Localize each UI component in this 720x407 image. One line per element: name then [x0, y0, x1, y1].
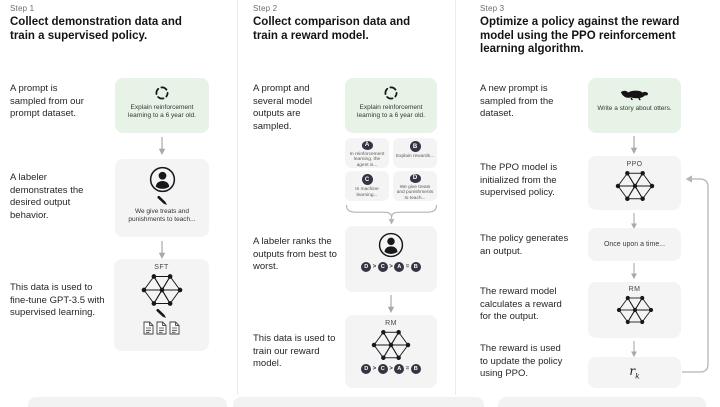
step3-caption-output: The policy generates an output.: [480, 233, 569, 257]
step1-caption-prompt: A prompt is sampled from our prompt data…: [10, 83, 84, 119]
bottom-card: [498, 397, 706, 407]
column-divider-2: [455, 0, 456, 395]
arrow-down-icon: [630, 340, 638, 358]
column-divider-1: [237, 0, 238, 395]
step3-output-box: Once upon a time...: [588, 228, 681, 261]
labeler-icon: [378, 232, 404, 258]
step1-labeler-text: We give treats and punishments to teach.…: [128, 208, 196, 223]
step1-labeler-box: We give treats and punishments to teach.…: [115, 159, 209, 237]
output-c-text: In machine learning...: [355, 187, 379, 198]
step3-prompt-text: Write a story about otters.: [597, 105, 672, 112]
brace-icon: [345, 204, 438, 225]
arrow-down-icon: [158, 240, 166, 260]
ranking-row: D > C > A = B: [361, 262, 421, 272]
step2-prompt-box: Explain reinforcement learning to a 6 ye…: [345, 78, 437, 133]
step1-label: Step 1: [10, 4, 35, 13]
arrow-down-icon: [630, 135, 638, 155]
rank-separator: >: [372, 264, 377, 270]
writing-icon: [156, 308, 167, 319]
step1-caption-finetune: This data is used to fine-tune GPT-3.5 w…: [10, 282, 105, 318]
step1-caption-labeler: A labeler demonstrates the desired outpu…: [10, 172, 84, 221]
output-a-box: A In reinforcement learning, the agent i…: [345, 138, 389, 168]
step3-caption-prompt: A new prompt is sampled from the dataset…: [480, 83, 554, 119]
document-icon: [143, 321, 154, 335]
rank-separator: >: [389, 366, 393, 372]
step3-caption-update: The reward is used to update the policy …: [480, 343, 563, 379]
step1-title: Collect demonstration data and train a s…: [10, 16, 182, 42]
ppo-label: PPO: [626, 161, 643, 168]
bottom-card: [233, 397, 484, 407]
rank-circle: B: [410, 364, 421, 374]
output-a-badge: A: [361, 141, 373, 150]
reward-value: rk: [629, 364, 640, 381]
step2-caption-prompt: A prompt and several model outputs are s…: [253, 83, 313, 132]
model-icon: [140, 273, 183, 307]
step2-rm-box: RM D > C > A = B: [345, 315, 437, 388]
step2-prompt-text: Explain reinforcement learning to a 6 ye…: [357, 104, 425, 119]
rank-circle: D: [361, 364, 372, 374]
step3-caption-reward: The reward model calculates a reward for…: [480, 286, 562, 322]
output-b-box: B Explain rewards...: [393, 138, 437, 168]
rank-separator: >: [389, 264, 393, 270]
step3-label: Step 3: [480, 4, 505, 13]
step2-caption-train: This data is used to train our reward mo…: [253, 333, 336, 369]
sampling-icon: [155, 86, 169, 100]
step3-reward-box: rk: [588, 357, 681, 388]
rm-label: RM: [385, 320, 397, 327]
step1-prompt-box: Explain reinforcement learning to a 6 ye…: [115, 78, 209, 133]
rank-circle: C: [377, 364, 388, 374]
output-b-badge: B: [409, 141, 421, 152]
bottom-card: [28, 397, 227, 407]
rank-circle: B: [410, 262, 421, 272]
model-icon: [615, 295, 654, 325]
step3-ppo-box: PPO: [588, 156, 681, 210]
document-icon: [156, 321, 167, 335]
model-icon: [614, 170, 655, 202]
rank-circle: C: [377, 262, 388, 272]
arrow-down-icon: [158, 136, 166, 156]
otter-icon: [620, 90, 648, 101]
writing-icon: [156, 195, 167, 206]
step1-prompt-text: Explain reinforcement learning to a 6 ye…: [128, 104, 196, 119]
arrow-down-icon: [387, 294, 395, 314]
model-icon: [371, 329, 411, 361]
rank-circle: D: [361, 262, 372, 272]
rank-separator: >: [372, 366, 377, 372]
output-d-box: D We give treats and punishments to teac…: [393, 171, 437, 201]
step2-caption-rank: A labeler ranks the outputs from best to…: [253, 236, 337, 272]
step2-title: Collect comparison data and train a rewa…: [253, 16, 411, 42]
step3-title: Optimize a policy against the reward mod…: [480, 16, 680, 55]
step2-label: Step 2: [253, 4, 278, 13]
rank-separator: =: [405, 366, 410, 372]
output-c-badge: C: [361, 174, 373, 185]
sft-label: SFT: [154, 264, 169, 271]
rank-circle: A: [394, 364, 405, 374]
output-a-text: In reinforcement learning, the agent is.…: [349, 151, 385, 168]
step3-prompt-box: Write a story about otters.: [588, 78, 681, 133]
output-b-text: Explain rewards...: [395, 154, 435, 159]
step1-sft-box: SFT: [114, 259, 209, 351]
output-d-badge: D: [409, 174, 421, 183]
documents-icon: [143, 321, 180, 335]
labeler-icon: [149, 166, 175, 193]
output-c-box: C In machine learning...: [345, 171, 389, 201]
step2-labeler-box: D > C > A = B: [345, 226, 437, 292]
rank-separator: =: [405, 264, 410, 270]
output-d-text: We give treats and punishments to teach.…: [396, 184, 434, 201]
rank-circle: A: [394, 262, 405, 272]
feedback-arrow-icon: [682, 175, 709, 373]
arrow-down-icon: [630, 262, 638, 280]
document-icon: [169, 321, 180, 335]
step3-caption-ppo: The PPO model is initialized from the su…: [480, 162, 558, 198]
rm-label: RM: [628, 286, 641, 293]
sampling-icon: [384, 86, 398, 100]
step3-output-text: Once upon a time...: [603, 241, 666, 248]
step3-rm-box: RM: [588, 282, 681, 338]
ranking-row: D > C > A = B: [361, 364, 421, 374]
